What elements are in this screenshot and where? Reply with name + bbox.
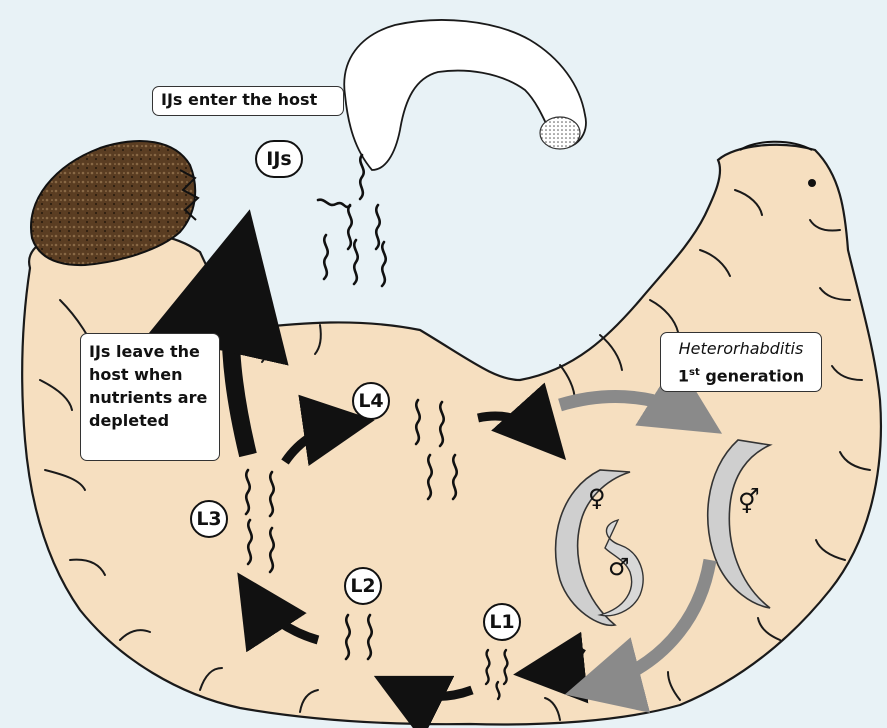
stage-label-ijs: IJs xyxy=(255,140,303,178)
stage-label-l4: L4 xyxy=(352,382,390,420)
stage-label-l3: L3 xyxy=(190,500,228,538)
stage-label-l2: L2 xyxy=(344,567,382,605)
stage-l4-text: L4 xyxy=(358,390,383,412)
leave-host-label: IJs leave the host when nutrients are de… xyxy=(89,342,207,430)
leave-host-callout: IJs leave the host when nutrients are de… xyxy=(80,333,220,461)
generation-callout: Heterorhabditis 1st generation xyxy=(660,332,822,392)
ij-worms xyxy=(318,155,386,286)
male-symbol: ♂ xyxy=(608,555,630,579)
hermaphrodite-symbol-text: ⚥ xyxy=(738,488,760,516)
male-symbol-text: ♂ xyxy=(608,553,630,581)
genus-name: Heterorhabditis xyxy=(679,339,804,358)
hermaphrodite-symbol: ⚥ xyxy=(738,490,760,514)
generation-number: 1 xyxy=(678,366,689,385)
new-host-head xyxy=(540,117,580,149)
new-host-larva xyxy=(344,20,586,170)
generation-suffix: st xyxy=(689,367,700,378)
stage-label-l1: L1 xyxy=(483,603,521,641)
stage-l1-text: L1 xyxy=(489,611,514,633)
stage-ijs-text: IJs xyxy=(266,148,291,170)
female-symbol: ♀ xyxy=(588,486,606,510)
enter-host-callout: IJs enter the host xyxy=(152,86,344,116)
female-symbol-text: ♀ xyxy=(588,484,606,512)
stage-l2-text: L2 xyxy=(350,575,375,597)
generation-word: generation xyxy=(700,366,804,385)
enter-host-label: IJs enter the host xyxy=(161,90,317,109)
stage-l3-text: L3 xyxy=(196,508,221,530)
host-eye xyxy=(808,179,816,187)
